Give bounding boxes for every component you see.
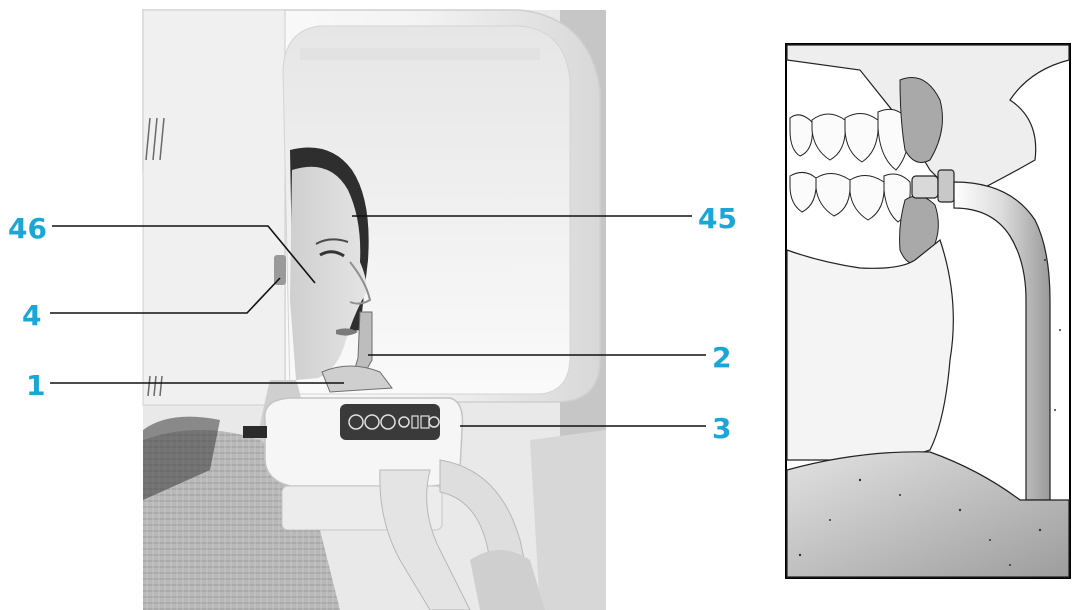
callout-label-1: 1: [26, 369, 45, 402]
callout-label-3: 3: [712, 412, 731, 445]
side-column-housing: [143, 10, 285, 405]
column-base: [530, 430, 606, 610]
callout-label-2: 2: [712, 341, 731, 374]
support-clamp: [243, 426, 267, 438]
bite-block-clamp: [938, 170, 954, 202]
top-sensor-slot: [300, 48, 540, 60]
control-panel: [340, 404, 440, 440]
callout-label-46: 46: [8, 212, 47, 245]
forehead-support: [274, 255, 286, 285]
callout-label-45: 45: [698, 202, 737, 235]
bite-block: [912, 176, 938, 198]
photo-panel: [143, 10, 606, 610]
chin-neck-profile: [787, 240, 953, 460]
callout-label-4: 4: [22, 299, 41, 332]
detail-panel: [786, 44, 1070, 578]
